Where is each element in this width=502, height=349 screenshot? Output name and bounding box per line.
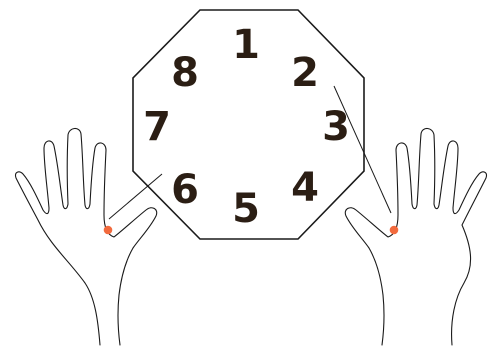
number-2: 2 xyxy=(291,50,319,96)
left-hand-point xyxy=(104,226,113,235)
number-3: 3 xyxy=(322,104,350,150)
number-5: 5 xyxy=(232,186,260,232)
number-4: 4 xyxy=(291,165,319,211)
left-pointer-line xyxy=(109,174,162,219)
number-1: 1 xyxy=(232,22,260,68)
left-hand-outline xyxy=(16,128,157,345)
right-hand-point xyxy=(390,226,399,235)
number-7: 7 xyxy=(143,104,171,150)
number-6: 6 xyxy=(171,167,199,213)
number-8: 8 xyxy=(171,50,199,96)
right-hand-outline xyxy=(345,128,486,345)
